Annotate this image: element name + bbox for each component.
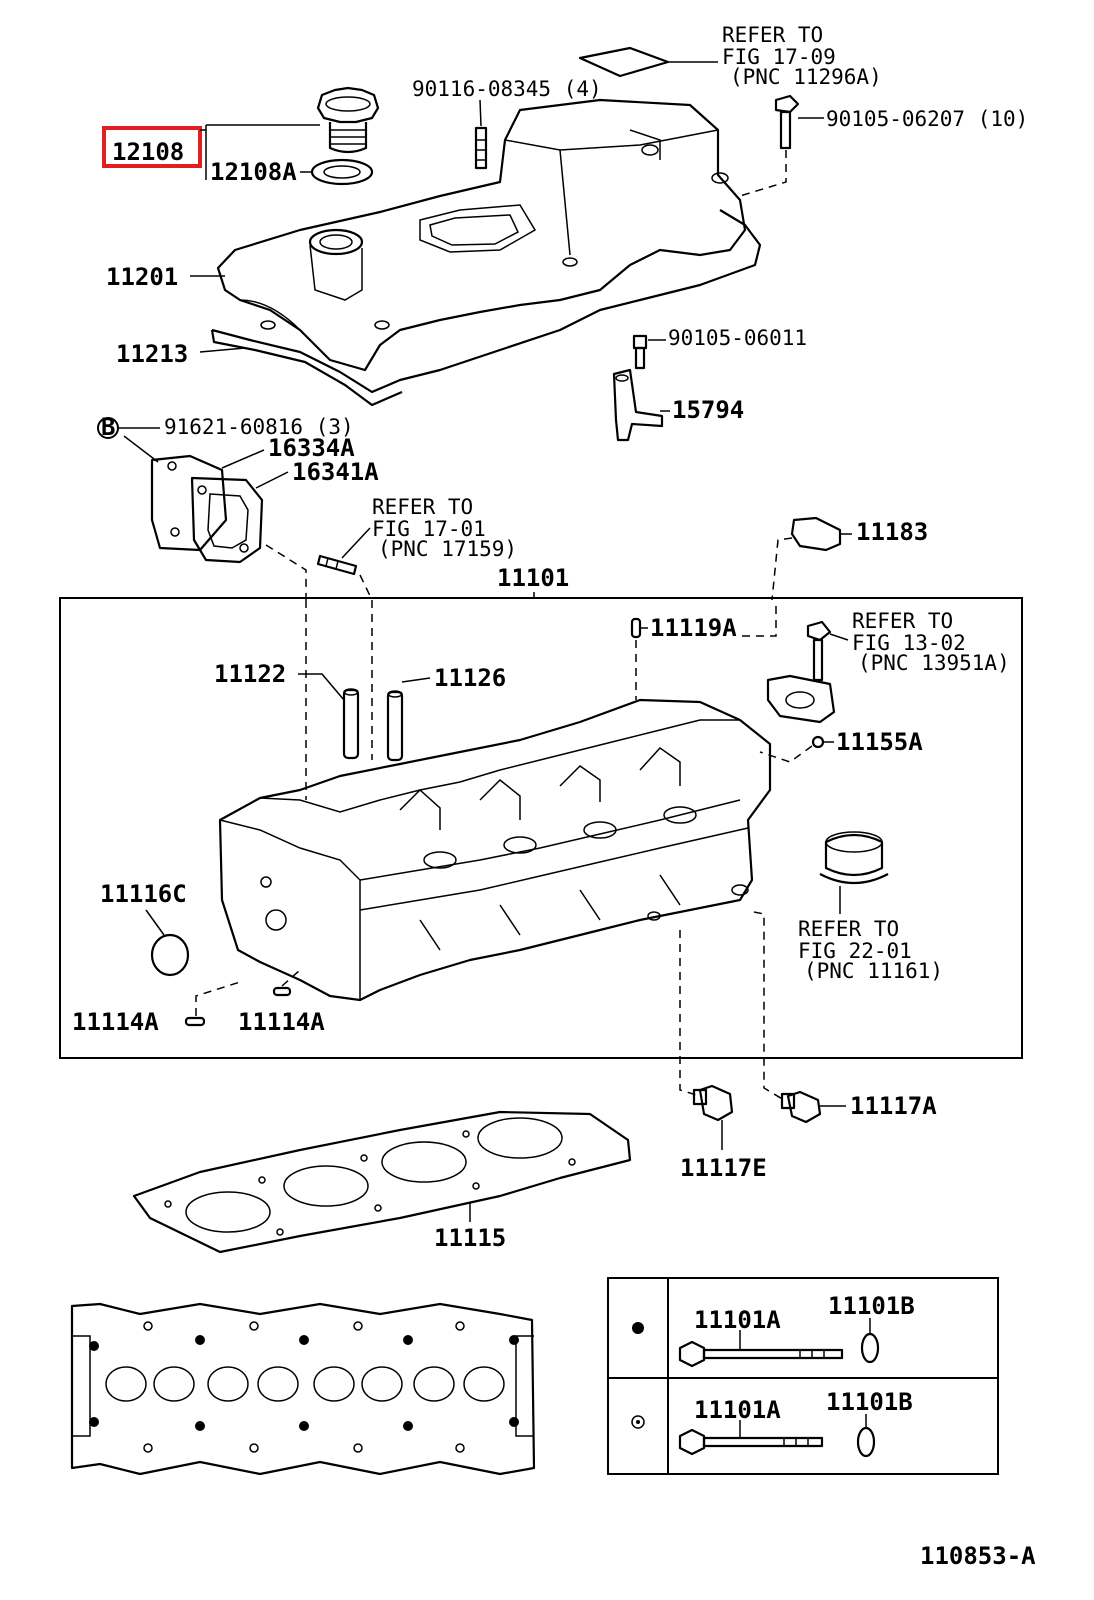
head-bolt-pattern (70, 1302, 536, 1476)
highlight-box (102, 126, 202, 168)
label-11126: 11126 (434, 664, 506, 692)
label-11114a-left: 11114A (72, 1008, 159, 1036)
oil-filler-cap[interactable] (316, 86, 380, 154)
solid-dot-marker (632, 1322, 644, 1334)
label-11201: 11201 (106, 263, 178, 291)
label-90105-06011: 90105-06011 (668, 326, 807, 350)
open-dot-marker (631, 1415, 645, 1429)
label-90105-06207: 90105-06207 (10) (826, 107, 1028, 131)
valve-guide-11122[interactable] (342, 688, 360, 760)
plug-11155a[interactable] (811, 735, 825, 749)
ref-1709-line1: REFER TO (722, 23, 823, 47)
plug-11117e[interactable] (692, 1084, 734, 1122)
pin-11114a-right[interactable] (272, 986, 292, 997)
plug-11161[interactable] (819, 831, 889, 884)
table-row2-washer: 11101B (826, 1388, 913, 1416)
oil-baffle-plate[interactable] (578, 46, 670, 78)
ref-1701-line1: REFER TO (372, 495, 473, 519)
label-11183: 11183 (856, 518, 928, 546)
label-11122: 11122 (214, 660, 286, 688)
plug-11117a[interactable] (780, 1090, 822, 1124)
ref-1709-line2: FIG 17-09 (722, 45, 836, 69)
valve-guide-11126[interactable] (386, 690, 404, 762)
cam-position-sensor[interactable] (612, 368, 664, 442)
label-11117a: 11117A (850, 1092, 937, 1120)
pin-11114a-left[interactable] (184, 1016, 206, 1027)
ref-1302-line2: FIG 13-02 (852, 631, 966, 655)
cover-plate-16334a[interactable] (150, 454, 228, 552)
label-91621-60816: 91621-60816 (3) (164, 415, 354, 439)
camshaft-bearing-cap[interactable] (766, 674, 836, 724)
head-gasket[interactable] (132, 1110, 632, 1254)
dowel-11119a[interactable] (630, 617, 642, 639)
label-11116c: 11116C (100, 880, 187, 908)
marker-b: B (101, 413, 115, 441)
table-row1-bolt: 11101A (694, 1306, 781, 1334)
bolt-90105-06011[interactable] (632, 334, 648, 370)
cylinder-head-frame (59, 597, 1023, 1059)
bolt-legend-table (607, 1277, 999, 1475)
gasket-16341a[interactable] (190, 476, 264, 564)
label-11117e: 11117E (680, 1154, 767, 1182)
bolt-13951a[interactable] (806, 620, 832, 682)
stud-bolt[interactable] (474, 126, 488, 170)
ref-1709-line3: (PNC 11296A) (730, 65, 882, 89)
cylinder-head[interactable] (218, 698, 772, 1002)
label-15794: 15794 (672, 396, 744, 424)
ref-1701-line3: (PNC 17159) (378, 537, 517, 561)
valve-cover-gasket[interactable] (210, 209, 762, 407)
cap-gasket[interactable] (310, 158, 374, 186)
ref-1302-line3: (PNC 13951A) (858, 651, 1010, 675)
table-row2-bolt: 11101A (694, 1396, 781, 1424)
ref-2201-line1: REFER TO (798, 917, 899, 941)
label-11155a: 11155A (836, 728, 923, 756)
label-11114a-right: 11114A (238, 1008, 325, 1036)
label-11119a: 11119A (650, 614, 737, 642)
figure-id: 110853-A (920, 1542, 1036, 1570)
label-11115: 11115 (434, 1224, 506, 1252)
table-row1-washer: 11101B (828, 1292, 915, 1320)
valve-cover[interactable] (216, 98, 747, 372)
ref-1302-line1: REFER TO (852, 609, 953, 633)
plug-11183[interactable] (790, 516, 842, 552)
label-90116-08345: 90116-08345 (4) (412, 77, 602, 101)
ref-2201-line3: (PNC 11161) (804, 959, 943, 983)
label-12108a: 12108A (210, 158, 297, 186)
label-16341a: 16341A (292, 458, 379, 486)
label-16334a: 16334A (268, 434, 355, 462)
ref-1701-line2: FIG 17-01 (372, 517, 486, 541)
label-11101: 11101 (497, 564, 569, 592)
cover-bolt[interactable] (774, 94, 800, 150)
label-11213: 11213 (116, 340, 188, 368)
ref-2201-line2: FIG 22-01 (798, 939, 912, 963)
stud-17159[interactable] (316, 554, 358, 576)
label-12108[interactable]: 12108 (112, 138, 184, 166)
plug-11116c[interactable] (150, 933, 190, 977)
